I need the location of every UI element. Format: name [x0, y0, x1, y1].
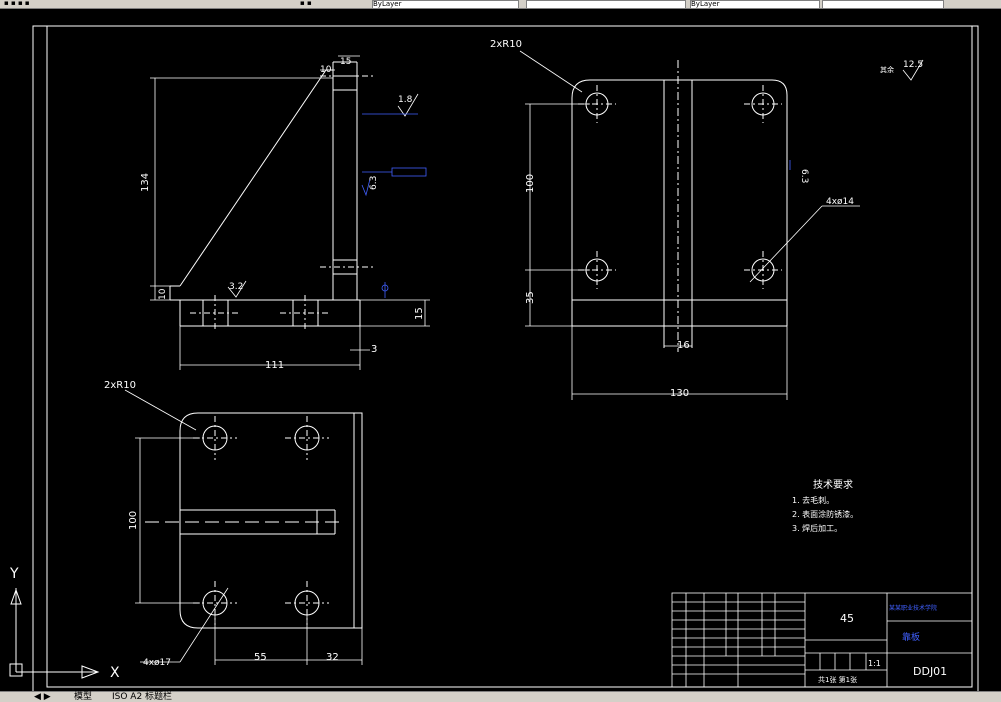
dim-4x-dia14: 4xø14: [826, 197, 854, 207]
roughness-1-8: 1.8: [398, 95, 413, 105]
dim-35: 35: [525, 291, 536, 304]
title-drawing-number: DDJ01: [913, 665, 947, 678]
dim-15-top: 15: [340, 57, 351, 67]
dim-4x-dia17: 4xø17: [143, 658, 171, 668]
toolbar: ▪ ▪ ▪ ▪ ▪ ▪ ByLayer ByLayer: [0, 0, 1001, 9]
title-material: 45: [840, 612, 854, 625]
inner-frame: [46, 25, 973, 688]
toolbar-icons[interactable]: ▪ ▪ ▪ ▪: [4, 0, 30, 7]
dim-100-bottom: 100: [128, 511, 139, 530]
title-school: 某某职业技术学院: [889, 604, 937, 612]
tab-model[interactable]: 模型: [74, 692, 93, 702]
side-view: [571, 60, 788, 352]
dim-111: 111: [265, 360, 284, 371]
dim-3: 3: [371, 344, 377, 355]
sheet-border: [32, 25, 979, 691]
note-item-2: 2. 表面涂防锈漆。: [792, 509, 858, 519]
title-part-name: 靠板: [902, 631, 920, 643]
plotstyle-dropdown[interactable]: [822, 0, 944, 9]
dim-10-left: 10: [158, 288, 168, 300]
roughness-general-symbol: [902, 59, 924, 81]
layer-icons[interactable]: ▪ ▪: [300, 0, 312, 7]
color-dropdown-value: ByLayer: [373, 0, 402, 8]
ucs-x-label: X: [110, 665, 120, 681]
lineweight-dropdown-value: ByLayer: [691, 0, 720, 8]
roughness-6-3-right: 6.3: [799, 169, 809, 183]
roughness-12-5: 12.5: [903, 60, 923, 70]
dim-32: 32: [326, 652, 339, 663]
note-item-3: 3. 焊后加工。: [792, 523, 842, 533]
lineweight-dropdown[interactable]: ByLayer: [690, 0, 820, 9]
dim-2xr10-top: 2xR10: [490, 39, 522, 50]
layout-tabbar: ◀ ▶ 模型 ISO A2 标题栏: [0, 691, 1001, 702]
dim-134: 134: [140, 173, 151, 192]
dim-55: 55: [254, 652, 267, 663]
color-dropdown[interactable]: ByLayer: [372, 0, 519, 9]
roughness-rest-label: 其余: [880, 65, 894, 74]
tab-layout-iso-a2[interactable]: ISO A2 标题栏: [112, 692, 173, 702]
note-item-1: 1. 去毛刺。: [792, 495, 834, 505]
dim-100-right: 100: [525, 174, 536, 193]
roughness-6-3-left: 6.3: [369, 176, 379, 190]
title-sheet: 共1张 第1张: [818, 675, 857, 684]
dim-130: 130: [670, 388, 689, 399]
notes-title: 技术要求: [813, 478, 853, 491]
front-view: [169, 61, 375, 330]
bottom-view: [145, 412, 363, 629]
roughness-symbols: [227, 93, 427, 298]
dim-10-top: 10: [320, 65, 332, 75]
drawing-canvas[interactable]: 134 15 10 10 111 3 15 1.8 3.2 6.3: [0, 8, 1001, 691]
dim-15-right: 15: [414, 307, 425, 320]
ucs-y-label: Y: [9, 566, 19, 582]
linetype-dropdown[interactable]: [526, 0, 686, 9]
roughness-3-2: 3.2: [229, 282, 243, 292]
title-block: [671, 592, 973, 688]
dim-16: 16: [677, 340, 690, 351]
ucs-icon: [9, 588, 100, 679]
dim-2xr10-bottom: 2xR10: [104, 380, 136, 391]
title-scale: 1:1: [868, 659, 881, 668]
tab-nav-icon[interactable]: ◀ ▶: [34, 692, 51, 702]
